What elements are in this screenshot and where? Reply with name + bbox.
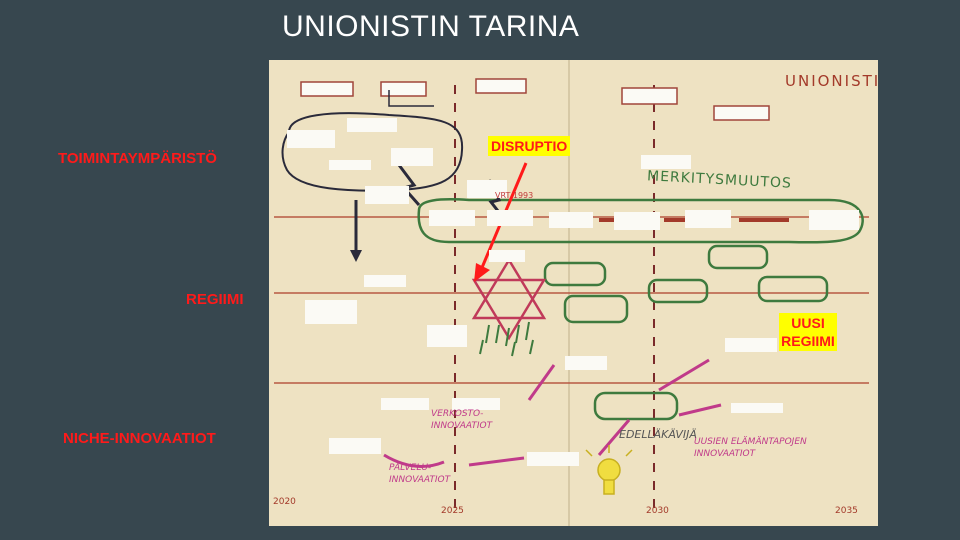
callout-new-regime-line1: UUSI xyxy=(791,315,825,331)
sticky-note xyxy=(365,186,409,204)
sticky-note xyxy=(347,118,397,132)
sticky-note xyxy=(809,210,859,230)
slide-title: UNIONISTIN TARINA xyxy=(282,10,580,43)
sticky-note xyxy=(391,148,433,166)
callout-new-regime: UUSI REGIIMI xyxy=(779,313,837,351)
board-service-innovations: PALVELU- INNOVAATIOT xyxy=(389,463,451,485)
sticky-note xyxy=(614,212,660,230)
label-niche-innovations: NICHE-INNOVAATIOT xyxy=(63,430,216,447)
sticky-note xyxy=(429,210,475,226)
sticky-note xyxy=(725,338,777,352)
sticky-note xyxy=(467,180,507,198)
year-2025: 2025 xyxy=(441,506,464,516)
sticky-note xyxy=(487,210,533,226)
board-pioneer: EDELLÄKÄVIJÄ xyxy=(619,428,697,441)
sticky-note xyxy=(527,452,579,466)
callout-disruption: DISRUPTIO xyxy=(488,136,571,156)
board-corner-title: UNIONISTI xyxy=(785,72,881,90)
board-lifestyle-innovations: UUSIEN ELÄMÄNTAPOJEN INNOVAATIOT xyxy=(694,437,807,459)
year-2020: 2020 xyxy=(273,497,296,507)
sticky-note xyxy=(565,356,607,370)
label-regime: REGIIMI xyxy=(186,291,244,308)
sticky-note xyxy=(731,403,783,413)
sticky-note xyxy=(305,300,357,324)
sticky-note xyxy=(287,130,335,148)
board-year-note: VRT 1993 xyxy=(495,191,534,200)
sticky-note xyxy=(549,212,593,228)
sticky-note xyxy=(364,275,406,287)
year-2030: 2030 xyxy=(646,506,669,516)
sticky-note xyxy=(427,325,467,347)
sticky-note xyxy=(641,155,691,169)
year-2035: 2035 xyxy=(835,506,858,516)
board-drawing xyxy=(274,60,869,526)
whiteboard-photo: UNIONISTI MERKITYSMUUTOS VRT 1993 VERKOS… xyxy=(269,60,878,526)
callout-new-regime-line2: REGIIMI xyxy=(781,333,835,349)
sticky-note xyxy=(452,398,500,410)
sticky-note xyxy=(685,210,731,228)
board-tool-innovations: VERKOSTO- INNOVAATIOT xyxy=(431,409,493,431)
sticky-note xyxy=(489,250,525,262)
label-operating-environment: TOIMINTAYMPÄRISTÖ xyxy=(58,150,217,167)
sticky-note xyxy=(329,160,371,170)
sticky-note xyxy=(329,438,381,454)
sticky-note xyxy=(381,398,429,410)
